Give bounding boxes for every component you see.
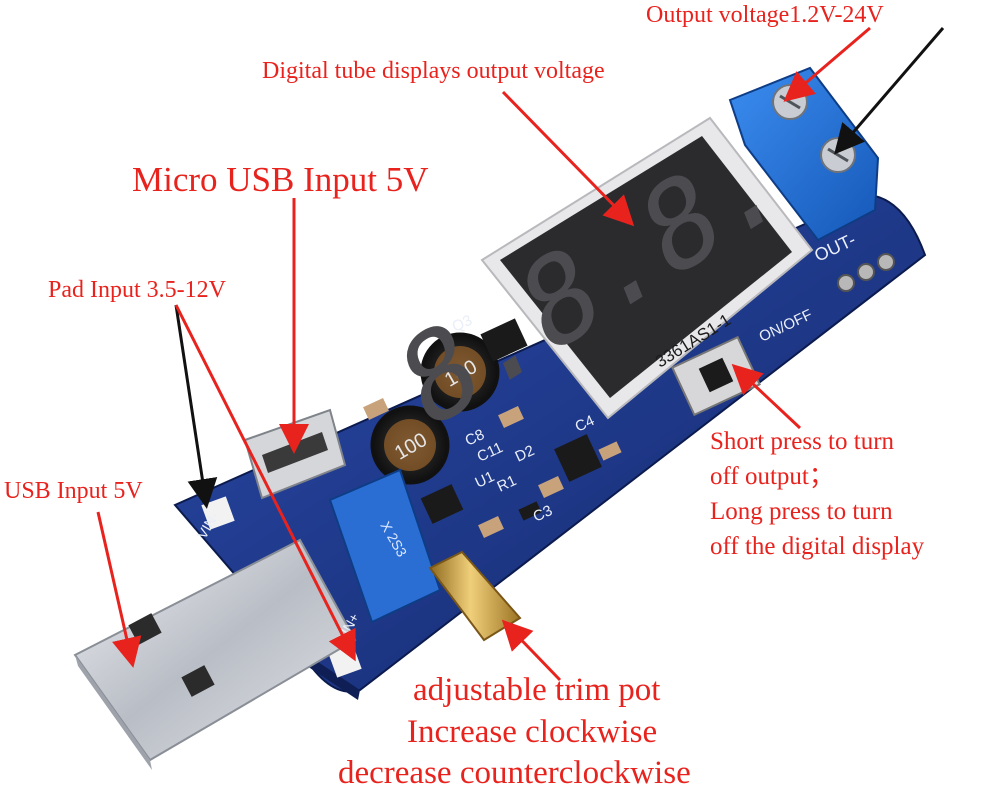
inductor-2: 100 [370,405,450,485]
button-note: Short press to turn off output； Long pre… [710,424,924,564]
arrow-display [501,90,635,227]
trim-pot: X 2S3 [328,468,522,642]
usb-input-label: USB Input 5V [4,478,143,504]
silk-q3: Q3 [450,312,475,336]
usb-a-plug [73,538,357,770]
trim-pot-title: adjustable trim pot [413,672,661,708]
brass-adjust-screw [428,550,522,642]
silk-c8: C8 [463,426,488,450]
output-pad [877,253,895,271]
arrow-pad-vin-plus [174,304,356,662]
output-pad [857,263,875,281]
output-voltage-label: Output voltage1.2V-24V [646,2,884,28]
digital-tube-label: Digital tube displays output voltage [262,58,605,84]
button-note-line: Short press to turn [710,428,895,455]
output-pad [837,274,855,292]
push-button [671,335,761,417]
silk-d2: D2 [513,442,538,466]
trim-pot-increase: Increase clockwise [407,714,658,750]
silk-c4: C4 [573,412,598,436]
micro-usb-label: Micro USB Input 5V [132,160,429,199]
silk-u1: U1 [473,468,498,492]
arrow-trim-pot [501,619,562,682]
button-note-line: Long press to turn [710,498,893,525]
trim-pot-decrease: decrease counterclockwise [338,755,691,791]
arrow-output-red [783,26,871,102]
smd-components [363,318,622,538]
usb-hole [181,665,215,697]
inductor-1: 100 [420,332,500,412]
pad-input-label: Pad Input 3.5-12V [48,277,226,303]
seven-segment-display: 8.8.8. 3361AS1-1 [384,105,814,459]
arrow-usb-input [96,511,142,668]
button-note-line: off the digital display [710,533,925,560]
arrow-output-black [834,27,945,155]
arrow-button [731,363,802,430]
arrow-pad-vin-minus [174,304,218,509]
button-note-line: off output； [710,463,834,490]
annotation-arrows [96,26,945,682]
silk-c3: C3 [531,502,556,526]
silk-r1: R1 [495,472,520,496]
